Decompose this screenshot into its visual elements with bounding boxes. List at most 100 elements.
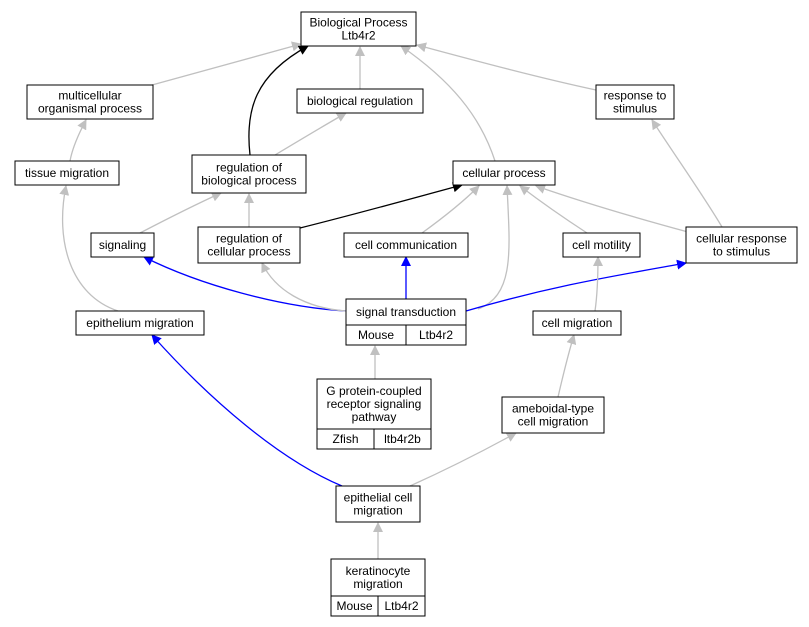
- cell-label: ltb4r2b: [384, 432, 421, 446]
- node-label: keratinocyte: [346, 564, 411, 578]
- edge-line: [299, 182, 463, 229]
- node-label: signaling: [99, 238, 146, 252]
- edge-epithelial-cell-migration-to-ameboidal-type-cell-migration: [409, 432, 517, 487]
- node-box: [685, 226, 798, 264]
- edge-line: [592, 256, 603, 312]
- cell-label: Ltb4r2: [419, 328, 453, 342]
- edge-line: [143, 256, 347, 312]
- edge-line: [557, 334, 577, 398]
- node-label: ameboidal-type: [512, 402, 594, 416]
- node-cell-communication[interactable]: cell communication: [343, 232, 469, 258]
- node-label: cell migration: [518, 415, 589, 429]
- gene-cell[interactable]: Ltb4r2: [377, 595, 426, 617]
- edge-line: [59, 185, 119, 312]
- node-label: migration: [353, 577, 402, 591]
- node-box: [562, 232, 641, 258]
- node-label: G protein-coupled: [326, 384, 421, 398]
- cell-box: [405, 324, 467, 346]
- node-box: [26, 84, 154, 120]
- node-label: cell migration: [542, 316, 613, 330]
- edge-line: [465, 259, 687, 312]
- edge-cellular-process-to-biological-process: [400, 45, 496, 162]
- node-label: biological regulation: [307, 94, 413, 108]
- cell-label: Mouse: [336, 599, 372, 613]
- node-tissue-migration[interactable]: tissue migration: [14, 160, 120, 186]
- edge-cellular-response-to-stimulus-to-response-to-stimulus: [651, 119, 723, 228]
- edge-line: [151, 334, 343, 487]
- node-box: [343, 232, 469, 258]
- node-box: [532, 310, 622, 336]
- node-box: [14, 160, 120, 186]
- species-cell[interactable]: Mouse: [330, 595, 379, 617]
- node-label: migration: [353, 504, 402, 518]
- edge-regulation-of-cellular-process-to-cellular-process: [299, 182, 463, 229]
- edge-line: [416, 42, 597, 91]
- cell-box: [377, 595, 426, 617]
- edge-epithelial-cell-migration-to-epithelium-migration: [151, 334, 343, 487]
- edge-regulation-of-biological-process-to-biological-process: [248, 45, 309, 156]
- edge-cellular-response-to-stimulus-to-cellular-process: [535, 184, 689, 233]
- node-label: receptor signaling: [327, 397, 422, 411]
- node-signaling[interactable]: signaling: [90, 232, 155, 258]
- node-cell-motility[interactable]: cell motility: [562, 232, 641, 258]
- node-box: [197, 226, 301, 264]
- edge-line: [421, 185, 480, 234]
- edge-signal-transduction-to-cellular-response-to-stimulus: [465, 259, 687, 312]
- node-label: regulation of: [216, 232, 283, 246]
- edge-line: [400, 45, 496, 162]
- edge-response-to-stimulus-to-biological-process: [416, 42, 597, 91]
- node-cellular-process[interactable]: cellular process: [452, 160, 556, 186]
- edges-layer: [59, 41, 723, 559]
- edge-line: [477, 185, 513, 310]
- edge-line: [519, 185, 588, 234]
- edge-line: [261, 262, 347, 312]
- node-box: [90, 232, 155, 258]
- edge-multicellular-organismal-process-to-biological-process: [151, 41, 302, 86]
- node-biological-regulation[interactable]: biological regulation: [296, 88, 424, 114]
- node-box: [335, 485, 421, 523]
- edge-line: [409, 432, 517, 487]
- node-label: organismal process: [38, 102, 142, 116]
- cell-label: Ltb4r2: [384, 599, 418, 613]
- node-label: cellular process: [462, 166, 545, 180]
- edge-signal-transduction-to-cellular-process: [477, 185, 513, 310]
- node-label: response to: [604, 89, 667, 103]
- node-epithelium-migration[interactable]: epithelium migration: [75, 310, 205, 336]
- cell-box: [373, 428, 432, 450]
- gene-cell[interactable]: Ltb4r2: [405, 324, 467, 346]
- node-box: [296, 88, 424, 114]
- node-box: [191, 154, 307, 194]
- edge-line: [151, 41, 302, 86]
- edge-line: [274, 112, 347, 156]
- edge-epithelium-migration-to-tissue-migration: [59, 185, 119, 312]
- node-label: cellular process: [207, 245, 290, 259]
- node-box: [452, 160, 556, 186]
- edge-cell-motility-to-cellular-process: [519, 185, 588, 234]
- node-label: epithelium migration: [86, 316, 193, 330]
- species-cell[interactable]: Zfish: [316, 428, 375, 450]
- node-label: stimulus: [613, 102, 657, 116]
- gene-cell[interactable]: ltb4r2b: [373, 428, 432, 450]
- node-label: regulation of: [216, 161, 283, 175]
- edge-cell-migration-to-cell-motility: [592, 256, 603, 312]
- edge-signal-transduction-to-signaling: [143, 256, 347, 312]
- node-label: epithelial cell: [344, 491, 413, 505]
- edge-signaling-to-regulation-of-biological-process: [139, 192, 222, 234]
- node-box: [300, 11, 417, 47]
- species-cell[interactable]: Mouse: [345, 324, 407, 346]
- node-cell-migration[interactable]: cell migration: [532, 310, 622, 336]
- node-label: Ltb4r2: [341, 29, 375, 43]
